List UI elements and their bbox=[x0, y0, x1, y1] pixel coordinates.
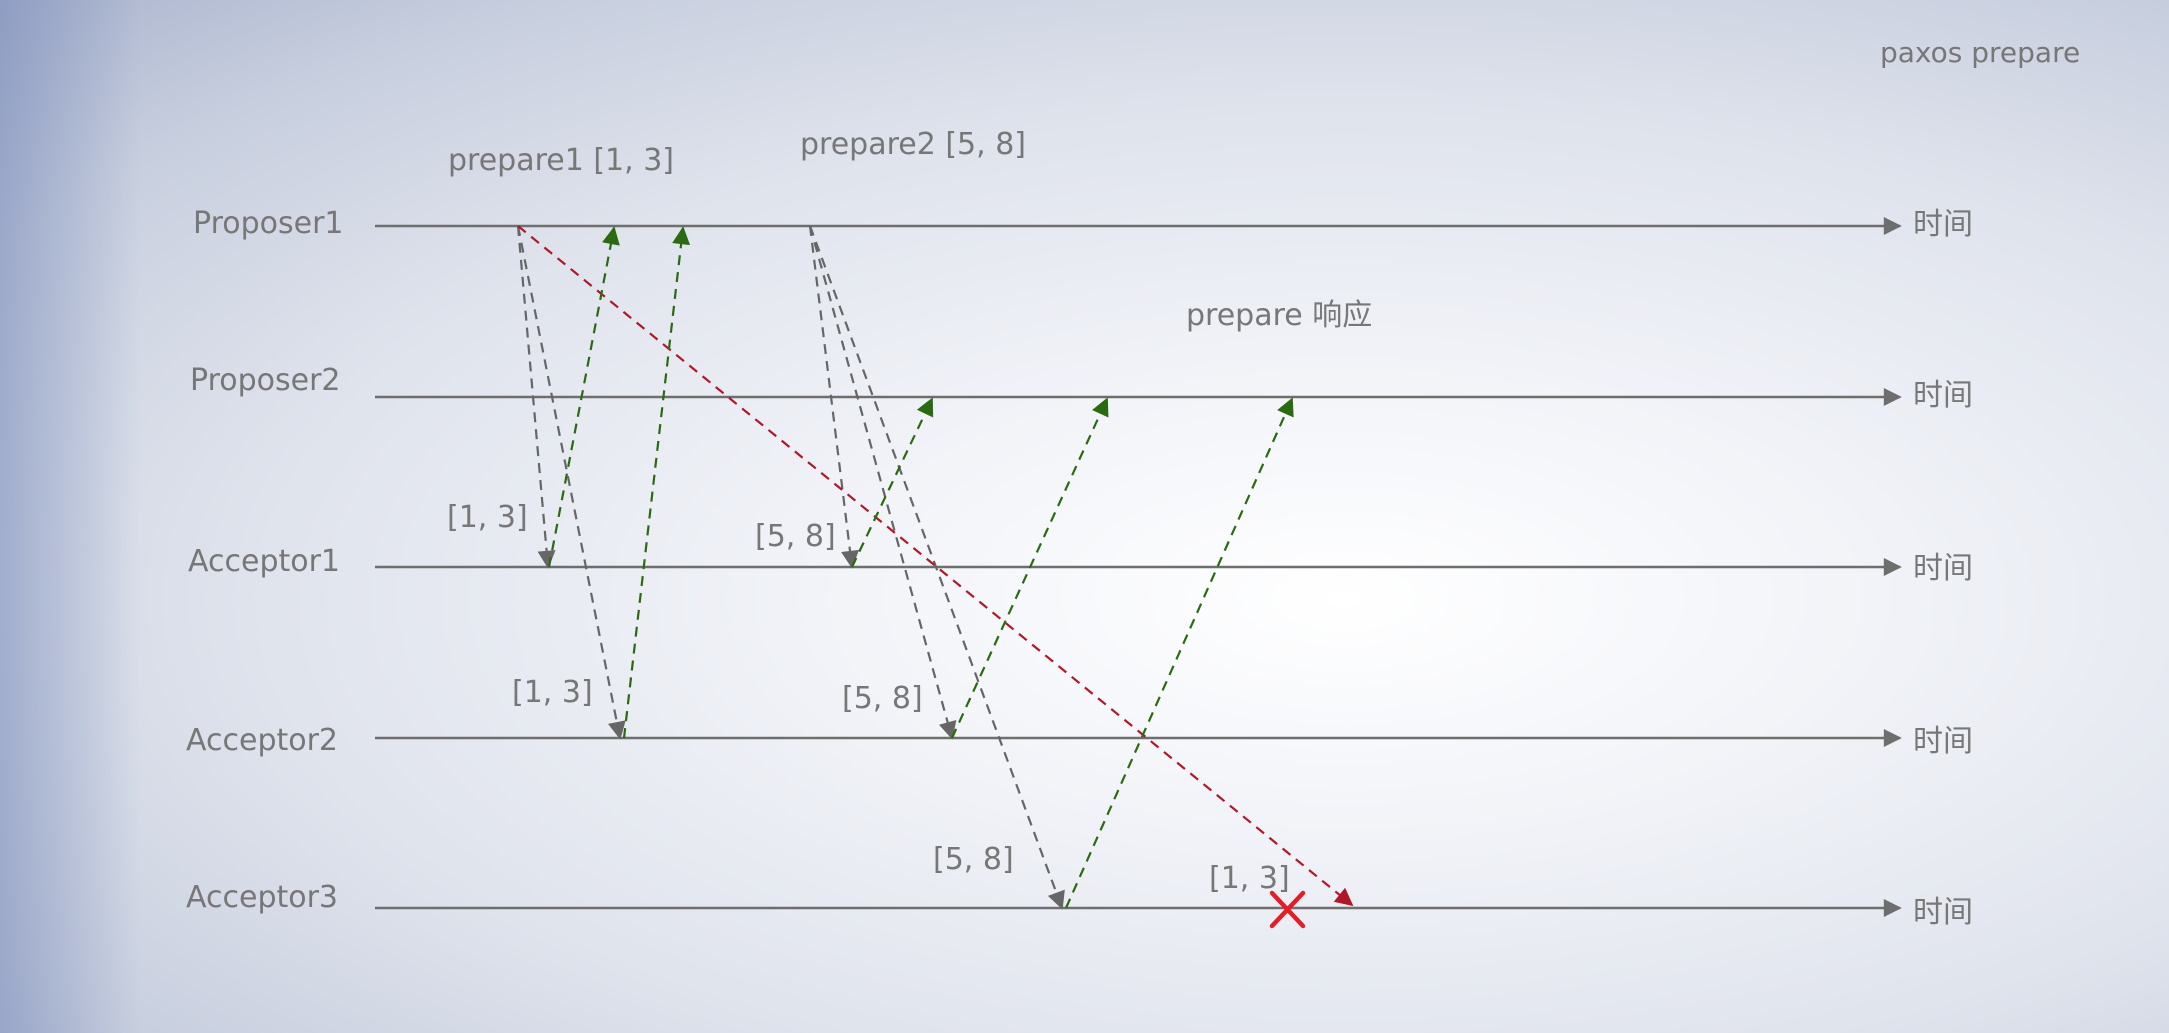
msg-label-acceptor3-p2: [5, 8] bbox=[933, 842, 1014, 877]
rejected-cross-icon bbox=[1269, 890, 1306, 929]
prepare2-annotation: prepare2 [5, 8] bbox=[800, 127, 1026, 162]
prepare2-to-acceptor3-arrow bbox=[808, 225, 1065, 910]
prepare1-to-acceptor2-arrow bbox=[516, 225, 626, 740]
msg-label-acceptor3-p1: [1, 3] bbox=[1209, 861, 1290, 896]
time-label-proposer2: 时间 bbox=[1913, 378, 1973, 413]
acceptor2-response-to-proposer1-arrow bbox=[622, 226, 691, 739]
actor-label-proposer1: Proposer1 bbox=[193, 206, 344, 241]
time-label-acceptor2: 时间 bbox=[1913, 724, 1973, 759]
actor-label-acceptor1: Acceptor1 bbox=[188, 544, 340, 579]
time-label-proposer1: 时间 bbox=[1913, 207, 1973, 242]
time-label-acceptor1: 时间 bbox=[1913, 551, 1973, 586]
msg-label-acceptor1-p1: [1, 3] bbox=[447, 500, 528, 535]
acceptor1-response-to-proposer1-arrow bbox=[547, 226, 620, 568]
diagram-title: paxos prepare bbox=[1880, 36, 2080, 69]
prepare2-to-acceptor2-arrow bbox=[808, 225, 957, 740]
actor-label-acceptor2: Acceptor2 bbox=[186, 723, 338, 758]
acceptor1-response-to-proposer2-arrow bbox=[851, 397, 934, 568]
prepare1-to-acceptor1-arrow bbox=[516, 225, 556, 569]
msg-label-acceptor1-p2: [5, 8] bbox=[755, 519, 836, 554]
acceptor3-response-to-proposer2-arrow bbox=[1064, 397, 1294, 909]
actor-label-proposer2: Proposer2 bbox=[190, 363, 341, 398]
prepare-response-annotation: prepare 响应 bbox=[1186, 298, 1372, 333]
time-label-acceptor3: 时间 bbox=[1913, 895, 1973, 930]
acceptor2-response-to-proposer2-arrow bbox=[950, 397, 1109, 739]
prepare1-annotation: prepare1 [1, 3] bbox=[448, 143, 674, 178]
prepare1-to-acceptor3-delayed-arrow bbox=[517, 225, 1354, 907]
actor-label-acceptor3: Acceptor3 bbox=[186, 880, 338, 915]
prepare2-to-acceptor1-arrow bbox=[808, 225, 859, 569]
msg-label-acceptor2-p2: [5, 8] bbox=[842, 681, 923, 716]
msg-label-acceptor2-p1: [1, 3] bbox=[512, 675, 593, 710]
